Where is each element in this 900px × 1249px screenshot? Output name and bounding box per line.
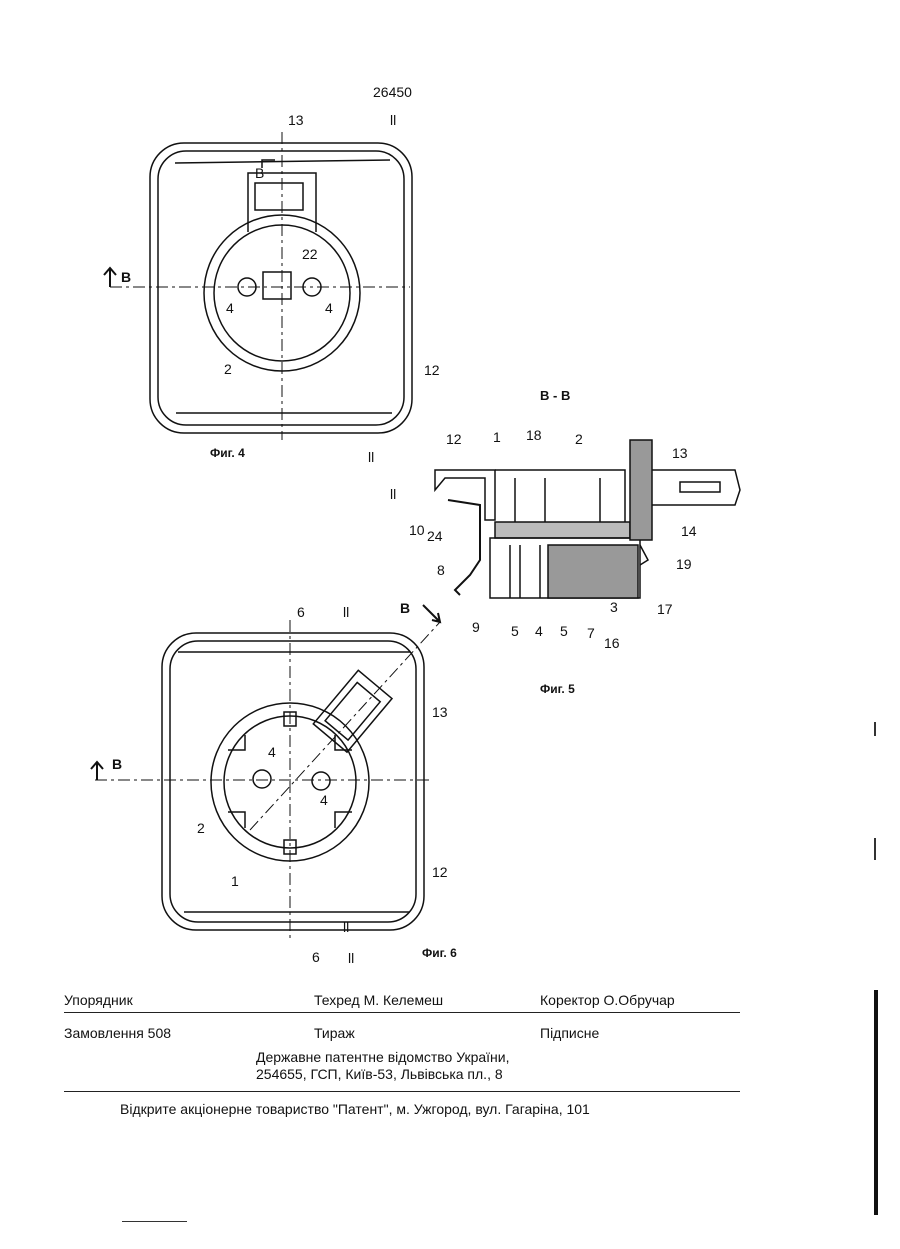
- fig6-section-line: [250, 622, 440, 830]
- fig6-label-6-top: 6: [297, 604, 305, 620]
- fig6-section-arrow: [91, 762, 103, 780]
- fig5-label-7: 7: [587, 625, 595, 641]
- footer-compiler: Упорядник: [64, 992, 133, 1008]
- footer-office-line1: Державне патентне відомство України,: [256, 1049, 510, 1065]
- fig6-diag-arrow: [423, 605, 440, 622]
- figure-5: [435, 440, 740, 598]
- fig4-inner-frame: [158, 151, 404, 425]
- fig5-label-12: 12: [446, 431, 462, 447]
- fig6-label-b-side: B: [112, 756, 122, 772]
- fig6-label-6-bottom: 6: [312, 949, 320, 965]
- fig5-label-5b: 5: [560, 623, 568, 639]
- fig6-label-11-top: ll: [343, 604, 349, 620]
- footer-printer: Відкрите акціонерне товариство "Патент",…: [120, 1101, 590, 1117]
- footer-tech-editor: Техред М. Келемеш: [314, 992, 443, 1008]
- footer-corrector: Коректор О.Обручар: [540, 992, 675, 1008]
- fig5-label-10: 10: [409, 522, 425, 538]
- footer-rule-1: [64, 1012, 740, 1013]
- fig6-label-11-bottom: ll: [343, 919, 349, 935]
- fig4-label-11-top: ll: [390, 112, 396, 128]
- fig6-hole-right: [312, 772, 330, 790]
- fig5-base-plate: [495, 522, 630, 538]
- footer-circulation: Тираж: [314, 1025, 355, 1041]
- fig4-caption: Фиг. 4: [210, 446, 245, 460]
- fig6-label-12: 12: [432, 864, 448, 880]
- fig4-label-2: 2: [224, 361, 232, 377]
- fig4-tab-window: [255, 183, 303, 210]
- fig5-label-16: 16: [604, 635, 620, 651]
- fig5-label-5a: 5: [511, 623, 519, 639]
- fig6-label-4a: 4: [268, 744, 276, 760]
- fig5-section-title: B - B: [540, 388, 570, 403]
- fig4-label-4a: 4: [226, 300, 234, 316]
- fig6-label-b-diag: B: [400, 600, 410, 616]
- fig5-label-3: 3: [610, 599, 618, 615]
- fig4-label-22: 22: [302, 246, 318, 262]
- fig6-label-11-lower: ll: [348, 950, 354, 966]
- fig5-label-17: 17: [657, 601, 673, 617]
- fig5-right-arm: [652, 470, 740, 505]
- fig5-label-14: 14: [681, 523, 697, 539]
- figure-6: [91, 605, 440, 940]
- fig5-hatched-block: [548, 545, 638, 598]
- fig5-caption: Фиг. 5: [540, 682, 575, 696]
- scan-edge-bar: [874, 990, 878, 1215]
- fig6-inner-frame: [170, 641, 416, 922]
- fig4-label-13: 13: [288, 112, 304, 128]
- scan-stray-line: [122, 1221, 187, 1222]
- fig6-outer-frame: [162, 633, 424, 930]
- fig4-label-11-bottom: ll: [368, 449, 374, 465]
- footer-subscription: Підписне: [540, 1025, 599, 1041]
- fig5-arm-slot: [680, 482, 720, 492]
- fig5-latch-13: [630, 440, 652, 540]
- fig5-label-8: 8: [437, 562, 445, 578]
- fig6-caption: Фиг. 6: [422, 946, 457, 960]
- fig4-label-b-tab: B: [255, 165, 264, 181]
- fig4-center-block: [263, 272, 291, 299]
- fig5-label-4: 4: [535, 623, 543, 639]
- fig5-label-24: 24: [427, 528, 443, 544]
- footer-order: Замовлення 508: [64, 1025, 171, 1041]
- fig6-label-13: 13: [432, 704, 448, 720]
- fig5-spring-contact: [448, 500, 480, 595]
- fig5-label-9: 9: [472, 619, 480, 635]
- scan-edge-tick: [874, 722, 876, 736]
- fig5-label-2: 2: [575, 431, 583, 447]
- fig5-label-19: 19: [676, 556, 692, 572]
- fig5-label-11: ll: [390, 486, 396, 502]
- fig5-label-1: 1: [493, 429, 501, 445]
- fig4-label-b-side: B: [121, 269, 131, 285]
- fig6-label-4b: 4: [320, 792, 328, 808]
- scan-edge-tick: [874, 838, 876, 860]
- fig6-label-1: 1: [231, 873, 239, 889]
- footer-office-line2: 254655, ГСП, Київ-53, Львівська пл., 8: [256, 1066, 503, 1082]
- fig4-section-arrow: [104, 268, 116, 287]
- fig5-label-13: 13: [672, 445, 688, 461]
- fig4-outer-frame: [150, 143, 412, 433]
- fig4-label-12: 12: [424, 362, 440, 378]
- fig6-hole-left: [253, 770, 271, 788]
- fig4-label-4b: 4: [325, 300, 333, 316]
- fig5-left-flange: [435, 470, 495, 520]
- fig5-hook-19: [640, 545, 648, 565]
- footer-rule-2: [64, 1091, 740, 1092]
- fig6-label-2: 2: [197, 820, 205, 836]
- fig5-label-18: 18: [526, 427, 542, 443]
